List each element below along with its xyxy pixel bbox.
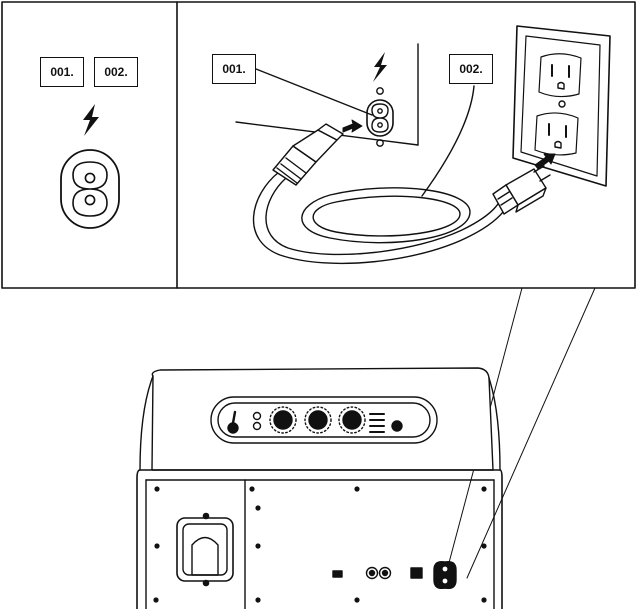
rear-connectors	[332, 560, 457, 590]
speaker-knobs	[269, 406, 366, 434]
panel-screws	[153, 486, 487, 603]
right-lightning-icon	[373, 52, 387, 82]
left-label-002: 002.	[94, 57, 138, 87]
power-cable	[252, 171, 512, 265]
left-inlet-icon	[60, 149, 120, 229]
callout-label-001: 001.	[212, 54, 256, 84]
callout-label-002: 002.	[449, 54, 493, 84]
panel-controls	[227, 410, 403, 434]
left-label-001: 001.	[40, 57, 84, 87]
instruction-frame	[1, 1, 636, 289]
wall-plug	[492, 165, 551, 215]
outlet-insert-arrow	[534, 153, 556, 170]
right-inlet-icon	[366, 87, 394, 147]
wall-outlet-icon	[512, 25, 611, 187]
left-lightning-icon	[83, 104, 99, 136]
cable-inlet-plug	[272, 123, 344, 186]
bass-port	[176, 512, 234, 587]
inlet-insert-arrow	[342, 119, 363, 133]
